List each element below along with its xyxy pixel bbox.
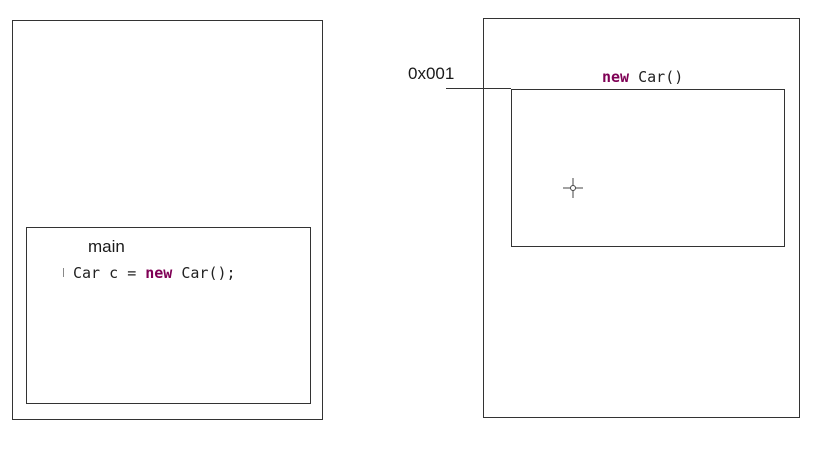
- new-keyword: new: [145, 264, 173, 282]
- text-caret: [63, 268, 64, 277]
- object-address-label: 0x001: [408, 64, 455, 83]
- main-code-statement: Car c = new Car();: [73, 264, 236, 282]
- assign-operator: =: [127, 264, 137, 282]
- heap-constructor-call: Car(): [638, 68, 684, 86]
- main-stack-frame: [26, 227, 311, 404]
- constructor-call: Car();: [181, 264, 236, 282]
- heap-object-label: new Car(): [602, 68, 683, 86]
- type-name: Car: [73, 264, 101, 282]
- crosshair-cursor-icon: [562, 177, 584, 199]
- variable-name: c: [109, 264, 119, 282]
- main-frame-label: main: [88, 237, 125, 256]
- car-object-box: [511, 89, 785, 247]
- address-pointer-line: [446, 88, 511, 89]
- heap-new-keyword: new: [602, 68, 630, 86]
